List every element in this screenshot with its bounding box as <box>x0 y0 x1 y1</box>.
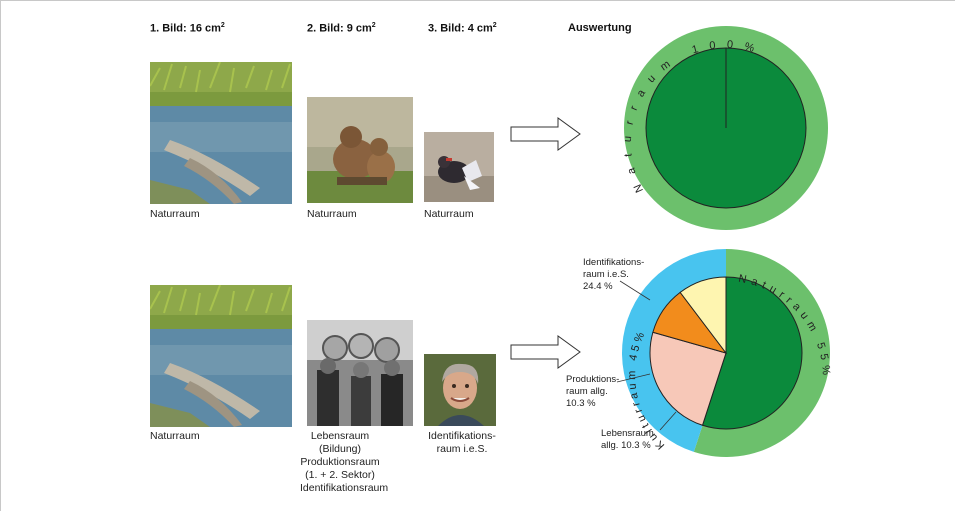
caption-row1-bild2: Naturraum <box>307 208 357 220</box>
note-line: 10.3 % <box>566 398 596 409</box>
sawmill-photo <box>307 320 413 426</box>
column-header-auswertung: Auswertung <box>568 22 632 34</box>
caption-row2-bild2: Lebensraum (Bildung) Produktionsraum (1.… <box>300 430 389 495</box>
caption-row2-bild3: Identifikations- raum i.e.S. <box>420 430 504 456</box>
caption-row1-bild1: Naturraum <box>150 208 200 220</box>
caption-line: Lebensraum <box>310 430 370 442</box>
pond-photo-2 <box>150 285 292 427</box>
portrait-photo <box>424 354 496 426</box>
caption-row2-bild1: Naturraum <box>150 430 200 442</box>
marmot-photo <box>307 97 413 203</box>
note-line: raum allg. <box>566 386 608 397</box>
caption-line: Identifikations- <box>428 430 496 442</box>
caption-line: Produktionsraum <box>300 456 380 468</box>
caption-line: Identifikationsraum <box>300 482 389 494</box>
caption-line: raum i.e.S. <box>436 443 488 455</box>
note-line: Produktions- <box>566 374 620 385</box>
pond-photo <box>150 62 292 204</box>
note-ident: Identifikations- raum i.e.S. 24.4 % <box>583 257 644 293</box>
column-header-bild2: 2. Bild: 9 cm2 <box>307 22 376 35</box>
note-line: Identifikations- <box>583 257 645 268</box>
bird-photo <box>424 132 494 202</box>
caption-line: (Bildung) <box>318 443 362 455</box>
note-line: allg. 10.3 % <box>601 440 651 451</box>
note-line: Lebensraum <box>601 428 654 439</box>
note-line: raum i.e.S. <box>583 269 629 280</box>
column-header-bild3: 3. Bild: 4 cm2 <box>428 22 497 35</box>
column-header-bild1: 1. Bild: 16 cm2 <box>150 22 225 35</box>
caption-row1-bild3: Naturraum <box>424 208 474 220</box>
caption-line: (1. + 2. Sektor) <box>305 469 375 481</box>
note-leben: Lebensraum allg. 10.3 % <box>601 428 654 452</box>
note-prod: Produktions- raum allg. 10.3 % <box>566 374 619 410</box>
note-line: 24.4 % <box>583 281 613 292</box>
